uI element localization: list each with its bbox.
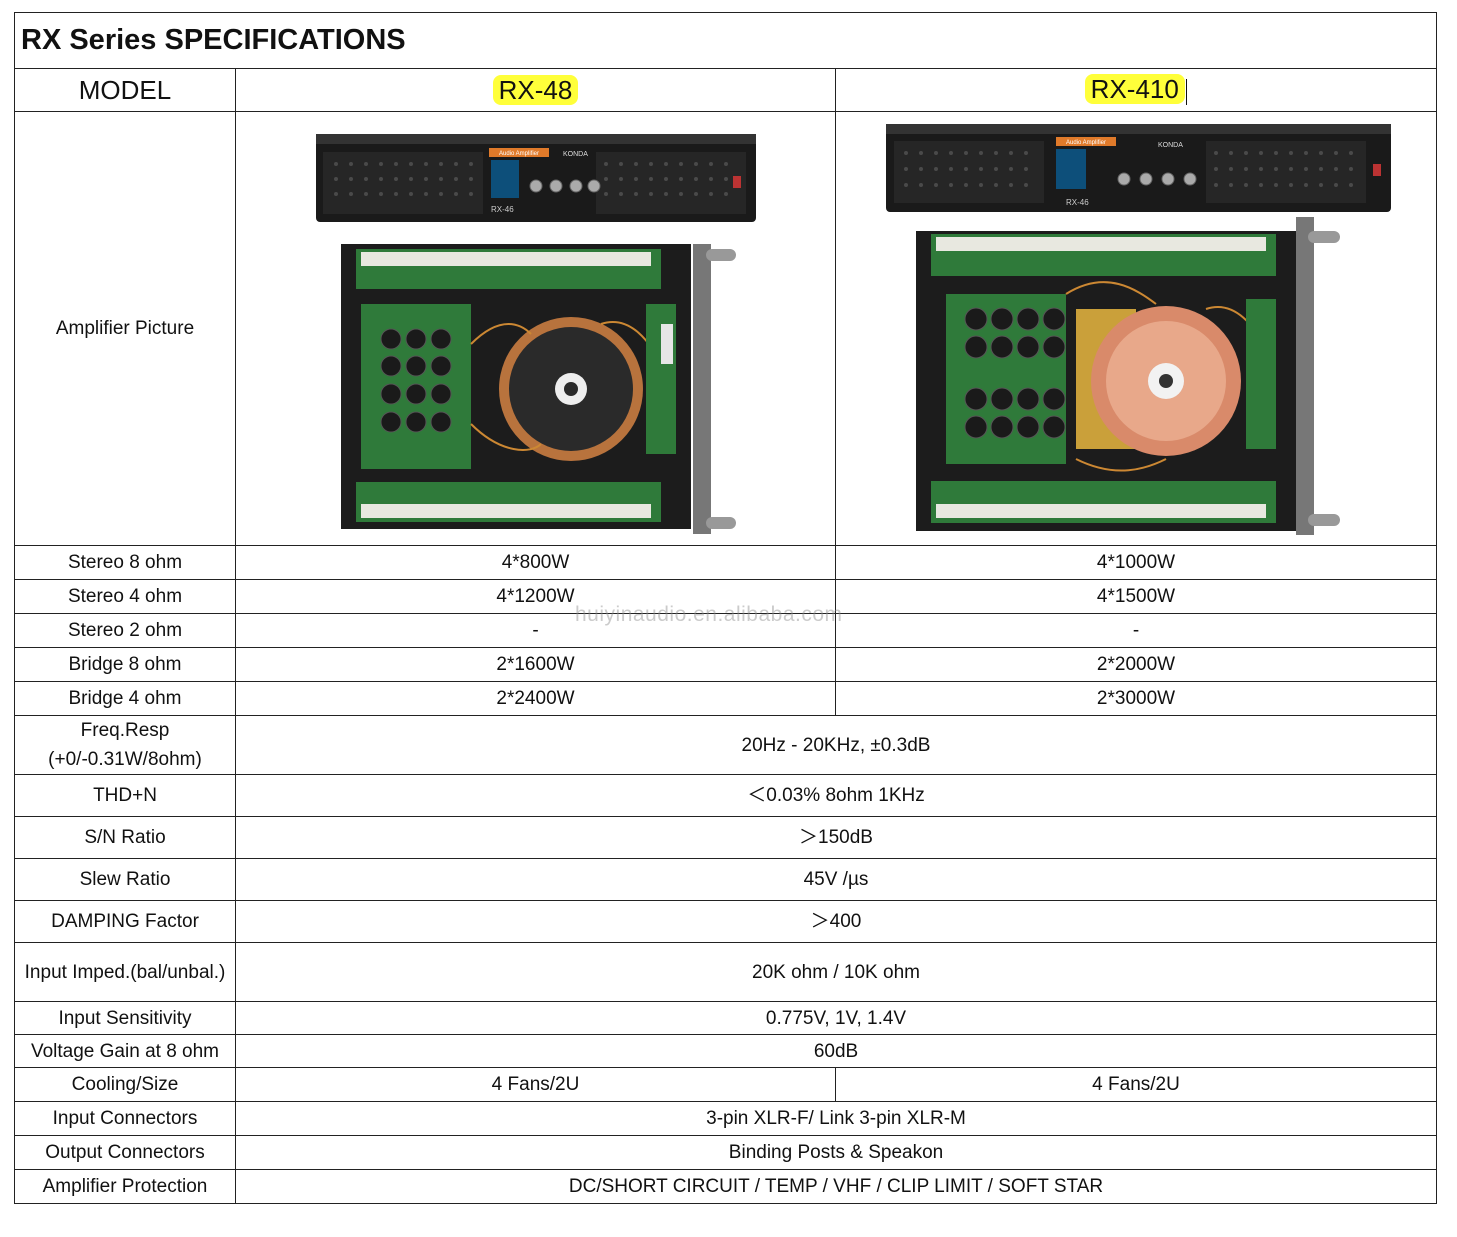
spec-value: 20K ohm / 10K ohm (234, 942, 1438, 1002)
spec-label: Voltage Gain at 8 ohm (14, 1034, 236, 1068)
spec-row-stereo-4: Stereo 4 ohm 4*1200W 4*1500W (14, 579, 1438, 614)
spec-value: ＞400 (234, 900, 1438, 943)
rx48-brand-text: KONDA (563, 151, 588, 158)
spec-label: Stereo 4 ohm (14, 579, 236, 614)
spec-value-rx48: 4*1200W (235, 579, 836, 614)
spec-value-rx48: 4*800W (235, 545, 836, 580)
rx410-badge-text: Audio Amplifier (1066, 140, 1106, 146)
spec-label: Output Connectors (14, 1135, 236, 1170)
spec-table: RX Series SPECIFICATIONS MODEL RX-48 RX-… (13, 12, 1438, 1204)
spec-row-sn-ratio: S/N Ratio ＞150dB (14, 816, 1438, 859)
spec-row-stereo-2: Stereo 2 ohm - - (14, 613, 1438, 648)
spec-value-rx410: 2*3000W (834, 681, 1438, 716)
rx48-picture-cell: Audio Amplifier KONDA RX-46 (235, 111, 836, 546)
title-row: RX Series SPECIFICATIONS (13, 12, 1438, 69)
front-panel: Audio Amplifier KONDA RX-46 (315, 133, 756, 222)
model-header-row: MODEL RX-48 RX-410 (14, 68, 1438, 112)
rx48-amplifier-image: Audio Amplifier KONDA RX-46 (315, 133, 756, 534)
spec-value-rx410: - (834, 613, 1438, 648)
table-title: RX Series SPECIFICATIONS (13, 12, 1438, 69)
model-header-label: MODEL (14, 68, 236, 112)
rx410-model-text: RX-46 (1066, 198, 1089, 207)
spec-value: 20Hz - 20KHz, ±0.3dB (234, 715, 1438, 775)
spec-value-rx48: 4 Fans/2U (235, 1067, 836, 1102)
spec-row-cooling: Cooling/Size 4 Fans/2U 4 Fans/2U (14, 1067, 1438, 1102)
front-panel: Audio Amplifier KONDA RX-46 (886, 123, 1391, 212)
spec-value: DC/SHORT CIRCUIT / TEMP / VHF / CLIP LIM… (234, 1169, 1438, 1204)
spec-label: THD+N (14, 774, 236, 817)
spec-row-bridge-8: Bridge 8 ohm 2*1600W 2*2000W (14, 647, 1438, 682)
model-rx48-cell: RX-48 (235, 68, 836, 112)
spec-row-output-connectors: Output Connectors Binding Posts & Speako… (14, 1135, 1438, 1170)
spec-value: ＞150dB (234, 816, 1438, 859)
rx410-amplifier-image: Audio Amplifier KONDA RX-46 (886, 123, 1391, 535)
spec-label: S/N Ratio (14, 816, 236, 859)
spec-value-rx48: - (235, 613, 836, 648)
text-cursor (1185, 78, 1188, 105)
rx48-model-text: RX-46 (491, 205, 514, 214)
spec-value-rx48: 2*1600W (235, 647, 836, 682)
spec-value-rx410: 2*2000W (834, 647, 1438, 682)
spec-row-input-imped: Input Imped.(bal/unbal.) 20K ohm / 10K o… (14, 942, 1438, 1002)
spec-label: Amplifier Protection (14, 1169, 236, 1204)
spec-label: Slew Ratio (14, 858, 236, 901)
spec-label: Stereo 8 ohm (14, 545, 236, 580)
spec-label: Bridge 8 ohm (14, 647, 236, 682)
spec-row-freq-resp: Freq.Resp (+0/-0.31W/8ohm) 20Hz - 20KHz,… (14, 715, 1438, 775)
model-rx48-name: RX-48 (492, 74, 579, 105)
spec-label: Input Imped.(bal/unbal.) (14, 942, 236, 1002)
chassis-top-view (916, 216, 1340, 535)
rx48-badge-text: Audio Amplifier (498, 151, 538, 157)
spec-row-protection: Amplifier Protection DC/SHORT CIRCUIT / … (14, 1169, 1438, 1204)
spec-value: 60dB (234, 1034, 1438, 1068)
spec-value-rx48: 2*2400W (235, 681, 836, 716)
spec-row-bridge-4: Bridge 4 ohm 2*2400W 2*3000W (14, 681, 1438, 716)
spec-row-input-sensitivity: Input Sensitivity 0.775V, 1V, 1.4V (14, 1001, 1438, 1035)
spec-value: Binding Posts & Speakon (234, 1135, 1438, 1170)
spec-value: 3-pin XLR-F/ Link 3-pin XLR-M (234, 1101, 1438, 1136)
spec-row-damping: DAMPING Factor ＞400 (14, 900, 1438, 943)
spec-sheet: RX Series SPECIFICATIONS MODEL RX-48 RX-… (13, 12, 1438, 1204)
spec-label: Input Connectors (14, 1101, 236, 1136)
rx410-picture-cell: Audio Amplifier KONDA RX-46 (834, 111, 1438, 546)
spec-label: Stereo 2 ohm (14, 613, 236, 648)
spec-row-voltage-gain: Voltage Gain at 8 ohm 60dB (14, 1034, 1438, 1068)
spec-label: DAMPING Factor (14, 900, 236, 943)
spec-label: Bridge 4 ohm (14, 681, 236, 716)
chassis-top-view (340, 243, 736, 534)
spec-value: ＜0.03% 8ohm 1KHz (234, 774, 1438, 817)
model-rx410-cell: RX-410 (834, 68, 1438, 112)
spec-row-input-connectors: Input Connectors 3-pin XLR-F/ Link 3-pin… (14, 1101, 1438, 1136)
rx410-brand-text: KONDA (1158, 142, 1183, 149)
spec-row-stereo-8: Stereo 8 ohm 4*800W 4*1000W (14, 545, 1438, 580)
spec-value: 45V /µs (234, 858, 1438, 901)
spec-value: 0.775V, 1V, 1.4V (234, 1001, 1438, 1035)
picture-row-label: Amplifier Picture (14, 111, 236, 546)
spec-value-rx410: 4*1000W (834, 545, 1438, 580)
spec-value-rx410: 4 Fans/2U (834, 1067, 1438, 1102)
model-rx410-name: RX-410 (1084, 74, 1185, 105)
spec-row-thd: THD+N ＜0.03% 8ohm 1KHz (14, 774, 1438, 817)
spec-row-slew-ratio: Slew Ratio 45V /µs (14, 858, 1438, 901)
picture-row: Amplifier Picture (14, 111, 1438, 546)
spec-label: Freq.Resp (+0/-0.31W/8ohm) (14, 715, 236, 775)
spec-value-rx410: 4*1500W (834, 579, 1438, 614)
spec-label: Input Sensitivity (14, 1001, 236, 1035)
spec-label: Cooling/Size (14, 1067, 236, 1102)
